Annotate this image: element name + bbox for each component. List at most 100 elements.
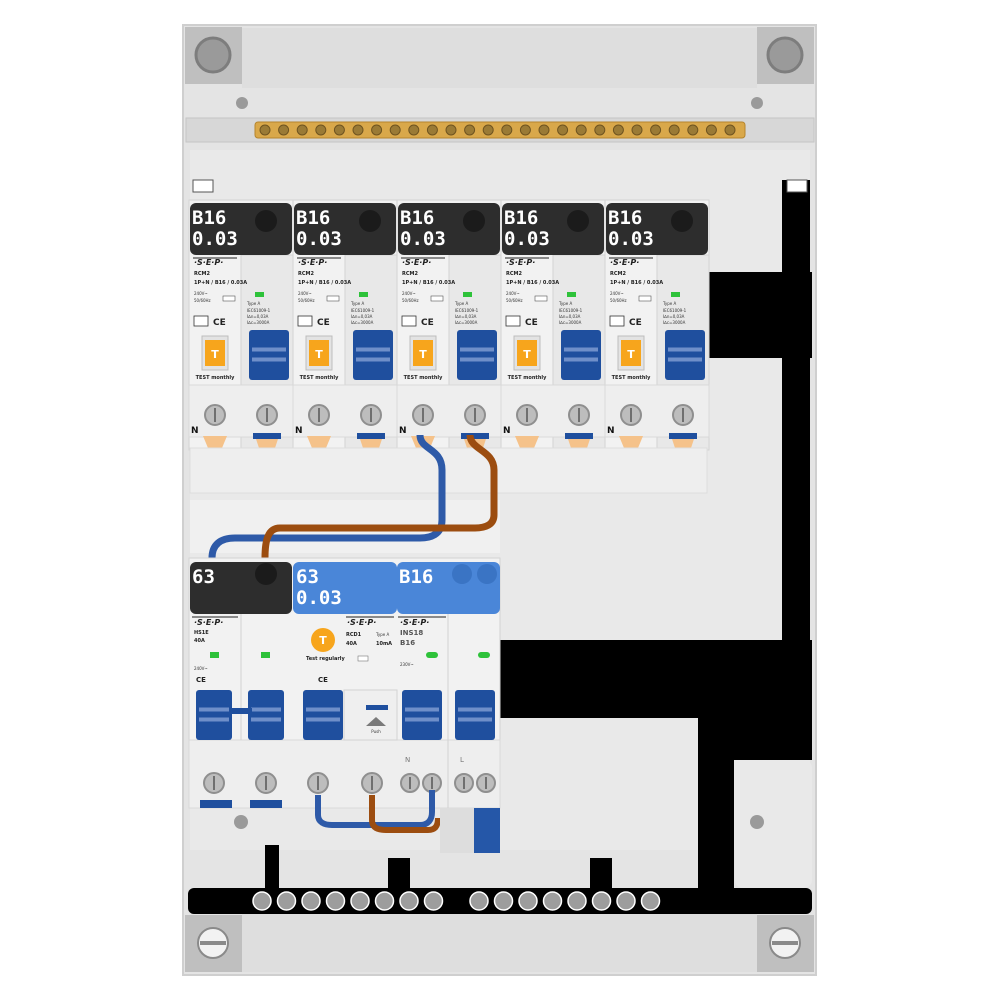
idn-text: I∆n=0,03A (559, 314, 581, 319)
wire-stub (256, 439, 278, 448)
status-led (671, 292, 680, 297)
sensitivity-text: 0.03 (296, 587, 342, 609)
push-arrow-icon (366, 717, 386, 726)
wire-stub (307, 436, 331, 448)
standard-text: IEC61009-1 (247, 308, 271, 313)
spec-text: 1P+N / B16 / 0.03A (194, 280, 247, 286)
voltage-text: 230V~ (400, 662, 414, 667)
freq-text: 50/60Hz (402, 298, 419, 303)
rcd-reset-panel (343, 689, 398, 741)
toggle-ridge (199, 717, 229, 722)
test-button[interactable] (309, 340, 329, 366)
toggle-ridge (252, 357, 286, 362)
earth-screw (705, 124, 717, 136)
status-led (359, 292, 368, 297)
toggle-ridge (251, 717, 281, 722)
voltage-text: 240V~ (402, 291, 416, 296)
corner-mount-top-right (757, 27, 814, 84)
neutral-screw (518, 891, 538, 911)
freq-text: 50/60Hz (194, 298, 211, 303)
sensitivity-text: 0.03 (504, 228, 550, 250)
terminal-clamp (357, 433, 385, 439)
breaker-toggle[interactable] (457, 330, 497, 380)
toggle-ridge (458, 707, 492, 712)
test-button[interactable] (311, 628, 335, 652)
earth-screw (687, 124, 699, 136)
kema-mark (609, 315, 625, 327)
type-text: Type A (246, 301, 260, 306)
model-text: RCM2 (402, 271, 418, 277)
earth-screw (519, 124, 531, 136)
test-button-label: T (211, 348, 219, 361)
main-switch-toggle[interactable] (248, 690, 284, 740)
rail-screw (751, 97, 763, 109)
breaker-toggle[interactable] (665, 330, 705, 380)
test-button[interactable] (517, 340, 537, 366)
toggle-ridge (405, 707, 439, 712)
live-wire (261, 434, 498, 559)
earth-screw (594, 124, 606, 136)
wire-stub (568, 439, 590, 448)
earth-screw (650, 124, 662, 136)
neutral-screw (423, 891, 444, 911)
push-text: Push (371, 729, 381, 734)
neutral-terminal-label: N (191, 426, 199, 436)
status-led (426, 652, 438, 658)
ce-mark: CE (196, 676, 206, 684)
idn-text: I∆n=0,03A (247, 314, 269, 319)
terminal-clamp (669, 433, 697, 439)
icn-text: I∆c=3000A (351, 320, 374, 325)
toggle-ridge (668, 347, 702, 352)
idn-text: I∆n=0,03A (455, 314, 477, 319)
test-text: TEST monthly (404, 375, 443, 381)
terminal-clamp (565, 433, 593, 439)
main-switch-toggle[interactable] (196, 690, 232, 740)
toggle-ridge (252, 347, 286, 352)
earth-screw (389, 124, 401, 136)
earth-screw (408, 124, 420, 136)
test-button[interactable] (621, 340, 641, 366)
current-text: 40A (346, 641, 357, 647)
icn-text: I∆c=3000A (247, 320, 270, 325)
status-led (261, 652, 270, 658)
breaker-toggle[interactable] (561, 330, 601, 380)
mcb-toggle[interactable] (402, 690, 442, 740)
mcb-toggle[interactable] (455, 690, 495, 740)
board-screw (234, 815, 248, 829)
wire-stub (672, 439, 694, 448)
earth-screw (371, 124, 383, 136)
spec-text: 1P+N / B16 / 0.03A (610, 280, 663, 286)
lower-live-wire (369, 795, 441, 833)
kema-mark (401, 315, 417, 327)
rating-box (638, 295, 652, 302)
earth-screw (333, 124, 345, 136)
label-screw-hole (255, 563, 277, 585)
standard-text: IEC61009-1 (351, 308, 375, 313)
model-text: RCD1 (346, 632, 362, 638)
din-slot-left (192, 179, 214, 193)
breaker-toggle[interactable] (249, 330, 289, 380)
type-text: Type A (454, 301, 468, 306)
rcd-reset-bar (366, 705, 388, 710)
kema-mark (193, 315, 209, 327)
toggle-ridge (306, 707, 340, 712)
terminal-clamp (461, 433, 489, 439)
neutral-screw (325, 891, 346, 911)
kema-mark (505, 315, 521, 327)
toggle-ridge (306, 717, 340, 722)
corner-mount-top-left (185, 27, 242, 84)
terminal-clamp (253, 433, 281, 439)
label-screw-hole (255, 210, 277, 232)
test-button[interactable] (205, 340, 225, 366)
rcd-toggle[interactable] (303, 690, 343, 740)
breaker-toggle[interactable] (353, 330, 393, 380)
standard-text: IEC61009-1 (663, 308, 687, 313)
test-button[interactable] (413, 340, 433, 366)
